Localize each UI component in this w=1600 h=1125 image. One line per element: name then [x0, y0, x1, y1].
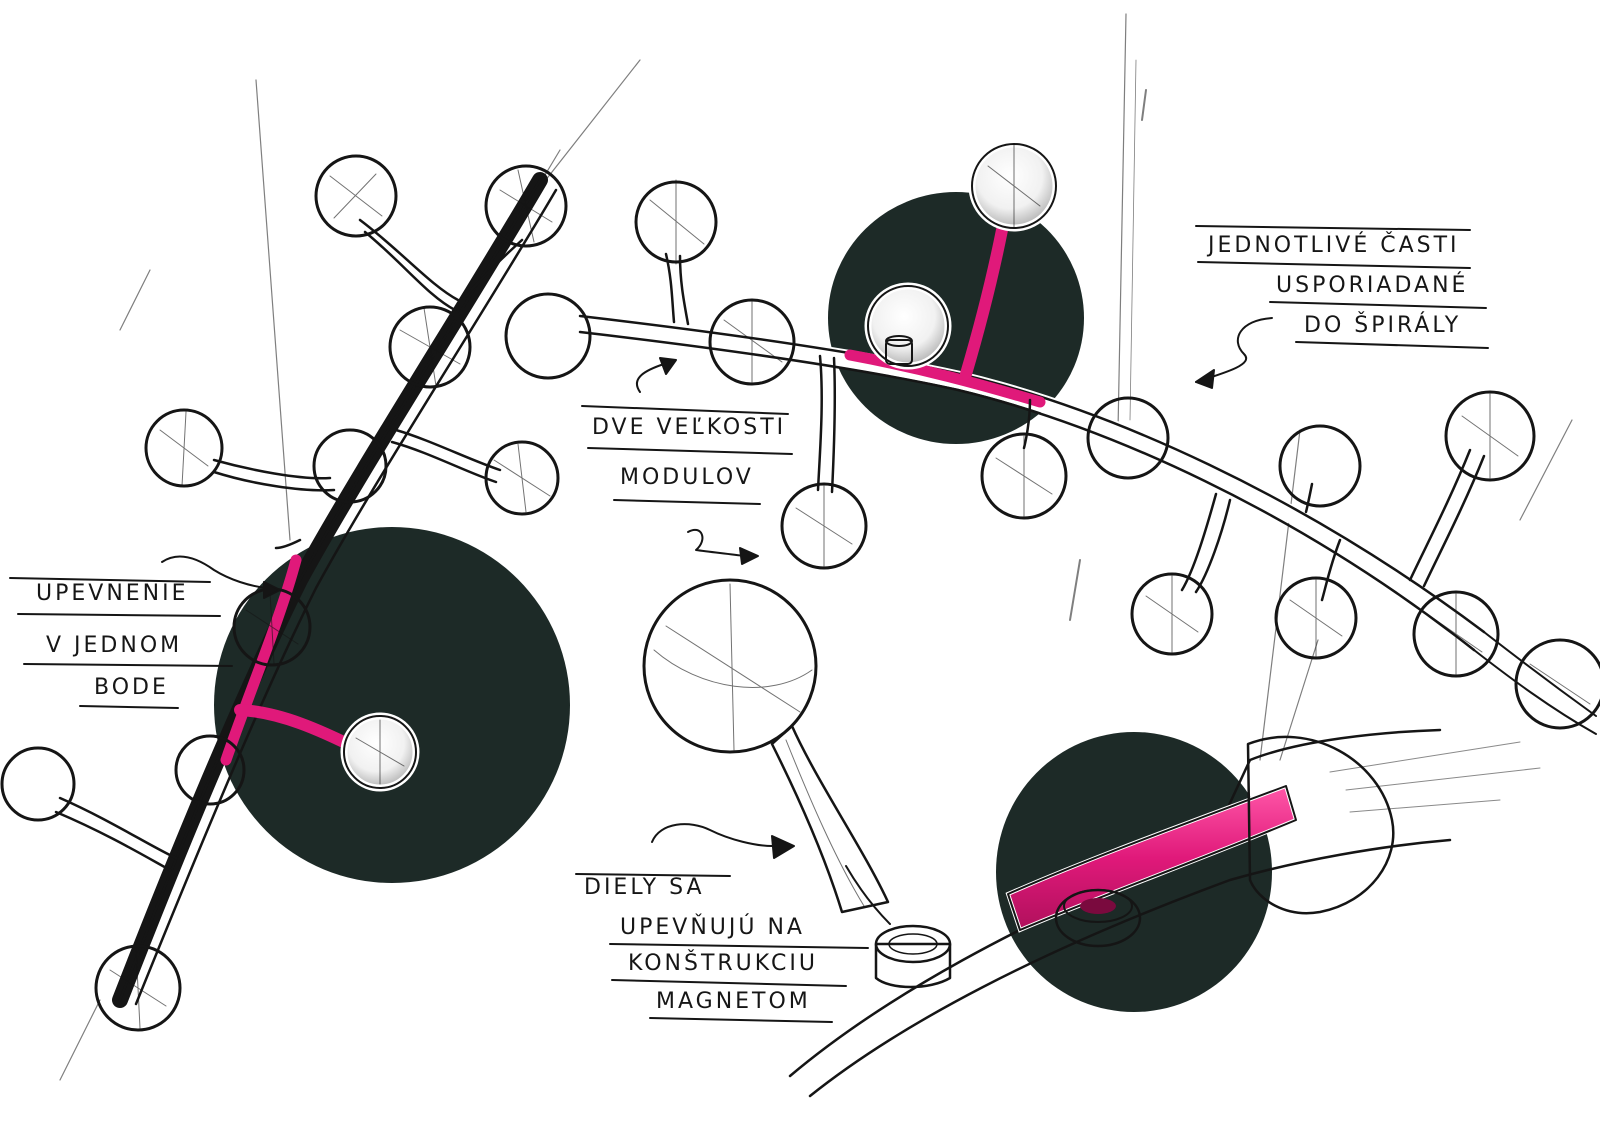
sphere-a10	[1278, 424, 1362, 508]
magnet-detail	[642, 578, 1541, 1098]
sphere-l1	[314, 154, 398, 238]
left-arm-4	[394, 428, 502, 472]
annotation-arrows	[161, 317, 1273, 925]
label-magnets-line4: MAGNETOM	[656, 989, 811, 1014]
sphere-l5	[312, 428, 388, 504]
label-magnets-line3: KONŠTRUKCIU	[628, 950, 818, 976]
detail-sphere-slice	[1246, 735, 1395, 915]
detail-magnet-puck	[874, 924, 952, 989]
arrow-two-sizes-up	[636, 363, 665, 393]
label-spiral-parts-line1: JEDNOTLIVÉ ČASTI	[1206, 232, 1460, 258]
label-spiral-parts: JEDNOTLIVÉ ČASTI USPORIADANÉ DO ŠPIRÁLY	[1195, 225, 1489, 349]
pendant-stem-a	[664, 252, 676, 324]
arrow-single-point	[161, 555, 267, 589]
pendant-stem-g	[1408, 448, 1472, 582]
sphere-l6	[484, 440, 560, 516]
arrow-spiral-parts	[1195, 317, 1273, 383]
pendant-stem-b	[816, 354, 823, 492]
label-magnets: DIELY SA UPEVŇUJÚ NA KONŠTRUKCIU MAGNETO…	[575, 873, 869, 1023]
pendant-stem-e	[1304, 482, 1314, 514]
sphere-l2	[484, 164, 568, 248]
pendant-stem-d	[1180, 492, 1218, 592]
backdrop-disc-top	[828, 192, 1084, 444]
arrow-magnets-2	[845, 865, 891, 925]
detail-flared-stem	[770, 724, 890, 914]
label-magnets-line2: UPEVŇUJÚ NA	[620, 914, 805, 940]
sphere-a1	[504, 292, 592, 380]
left-magenta-segment	[220, 554, 302, 766]
sphere-a8	[1086, 396, 1170, 480]
label-two-sizes-line1: DVE VEĽKOSTI	[592, 415, 786, 440]
label-two-sizes-line2: MODULOV	[620, 465, 754, 490]
pendant-stem-c	[1022, 398, 1032, 450]
spiral-magenta-arm	[960, 224, 1008, 380]
label-magnets-line1: DIELY SA	[584, 875, 705, 900]
left-arm-1	[358, 218, 460, 302]
spiral-magenta-segment	[844, 349, 1046, 408]
left-arm-6	[274, 538, 302, 550]
label-single-point: UPEVNENIE V JEDNOM BODE	[9, 577, 233, 709]
label-two-sizes: DVE VEĽKOSTI MODULOV	[581, 405, 793, 505]
sphere-l11	[94, 944, 182, 1032]
sphere-l10	[0, 746, 76, 822]
pendant-stem-f	[1320, 538, 1342, 602]
spiral-arc-cluster	[504, 140, 1600, 735]
label-single-point-line1: UPEVNENIE	[36, 581, 189, 606]
detail-tube-socket	[1054, 888, 1142, 948]
arc-attachment-cup	[885, 335, 913, 365]
label-spiral-parts-line2: USPORIADANÉ	[1276, 272, 1468, 298]
label-spiral-parts-line3: DO ŠPIRÁLY	[1304, 312, 1461, 338]
left-arm-3	[212, 458, 332, 480]
sphere-l9	[174, 734, 246, 806]
arrow-magnets	[651, 823, 773, 847]
label-single-point-line3: BODE	[94, 675, 169, 700]
left-module-cluster	[0, 154, 568, 1032]
left-arm-5	[58, 796, 178, 860]
backdrop-disc-left	[214, 527, 570, 883]
label-single-point-line2: V JEDNOM	[46, 633, 182, 658]
arrow-two-sizes-right	[687, 529, 745, 557]
sphere-l3	[388, 305, 472, 389]
sphere-a14	[1514, 638, 1600, 730]
sphere-l4	[144, 408, 224, 488]
sphere-a12	[1444, 390, 1536, 482]
detail-large-sphere	[642, 578, 818, 754]
